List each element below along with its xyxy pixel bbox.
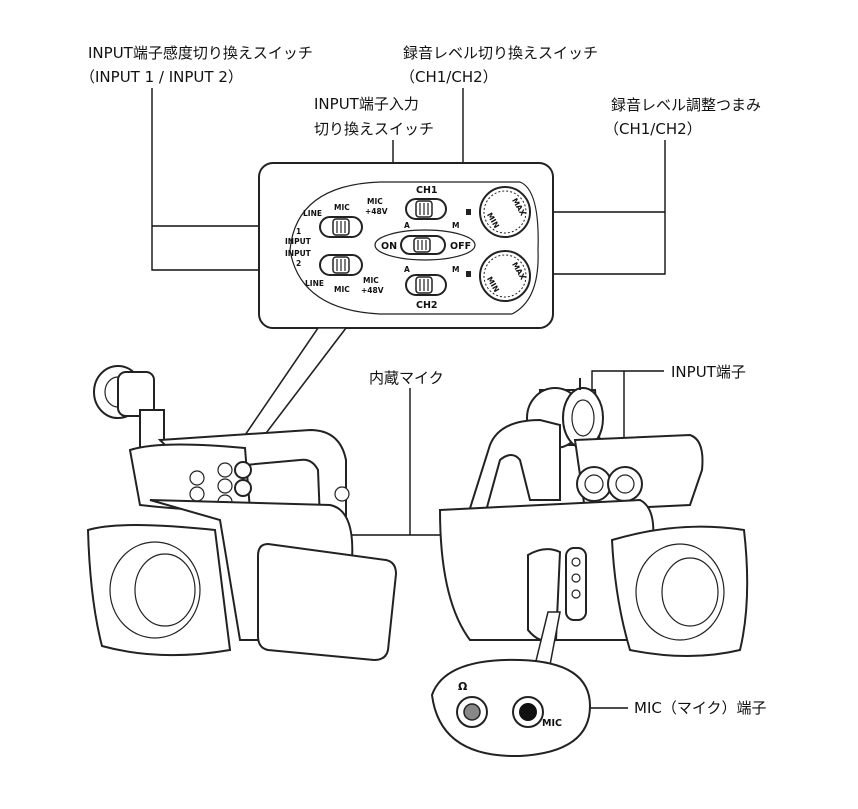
label-input-sensitivity-switch: INPUT端子感度切り換えスイッチ bbox=[88, 44, 313, 62]
ch2-rec-level-knob[interactable]: MAX MIN bbox=[479, 250, 531, 302]
ch1-label: CH1 bbox=[416, 185, 438, 196]
mic-jack-label: MIC bbox=[542, 718, 562, 729]
label-rec-level-switch: 録音レベル切り換えスイッチ bbox=[403, 44, 598, 62]
ch1-dot bbox=[466, 209, 471, 215]
label-input-sensitivity-switch-sub: （INPUT 1 / INPUT 2） bbox=[80, 68, 243, 86]
input1-sens-switch[interactable] bbox=[319, 216, 363, 238]
camcorder-right bbox=[438, 378, 749, 657]
headphone-icon: Ω bbox=[458, 680, 468, 693]
mic48-top-a: MIC bbox=[367, 197, 383, 206]
control-panel-zoom: CH1 CH2 LINE MIC MIC +48V 1 INPUT INPUT … bbox=[258, 162, 554, 329]
headphone-jack[interactable] bbox=[456, 696, 488, 728]
input-terminal-switch[interactable] bbox=[400, 235, 446, 255]
label-builtin-mic: 内蔵マイク bbox=[369, 369, 444, 387]
m-bottom-label: M bbox=[452, 265, 459, 274]
input2-label: INPUT bbox=[285, 249, 312, 258]
mic-top-label: MIC bbox=[334, 203, 350, 212]
ch1-rec-level-knob[interactable]: MAX MIN bbox=[479, 186, 531, 238]
input1-num: 1 bbox=[296, 227, 301, 236]
label-rec-level-knob-sub: （CH1/CH2） bbox=[604, 120, 702, 138]
a-top-label: A bbox=[404, 221, 410, 230]
camcorder-left bbox=[86, 365, 398, 662]
mic-terminal-inset: Ω MIC bbox=[430, 658, 592, 758]
label-rec-level-knob: 録音レベル調整つまみ bbox=[611, 96, 761, 114]
on-label: ON bbox=[381, 241, 397, 252]
m-top-label: M bbox=[452, 221, 459, 230]
input2-num: 2 bbox=[296, 259, 301, 268]
label-input-terminal: INPUT端子 bbox=[671, 363, 746, 381]
label-mic-terminal: MIC（マイク）端子 bbox=[634, 699, 767, 717]
ch2-rec-level-switch[interactable] bbox=[405, 274, 447, 296]
ch2-dot bbox=[466, 271, 471, 277]
label-rec-level-switch-sub: （CH1/CH2） bbox=[400, 68, 498, 86]
a-bottom-label: A bbox=[404, 265, 410, 274]
mic-bottom-label: MIC bbox=[334, 285, 350, 294]
mic48-bottom-b: +48V bbox=[361, 286, 384, 295]
line-bottom-label: LINE bbox=[305, 279, 324, 288]
line-top-label: LINE bbox=[303, 209, 322, 218]
label-input-terminal-switch-2: 切り換えスイッチ bbox=[314, 120, 434, 138]
mic48-bottom-a: MIC bbox=[363, 276, 379, 285]
input2-sens-switch[interactable] bbox=[319, 254, 363, 276]
label-input-terminal-switch-1: INPUT端子入力 bbox=[314, 95, 419, 113]
mic48-top-b: +48V bbox=[365, 207, 388, 216]
ch1-rec-level-switch[interactable] bbox=[405, 198, 447, 220]
off-label: OFF bbox=[450, 241, 471, 252]
input1-label: INPUT bbox=[285, 237, 312, 246]
ch2-label: CH2 bbox=[416, 300, 438, 311]
mic-jack[interactable] bbox=[512, 696, 544, 728]
